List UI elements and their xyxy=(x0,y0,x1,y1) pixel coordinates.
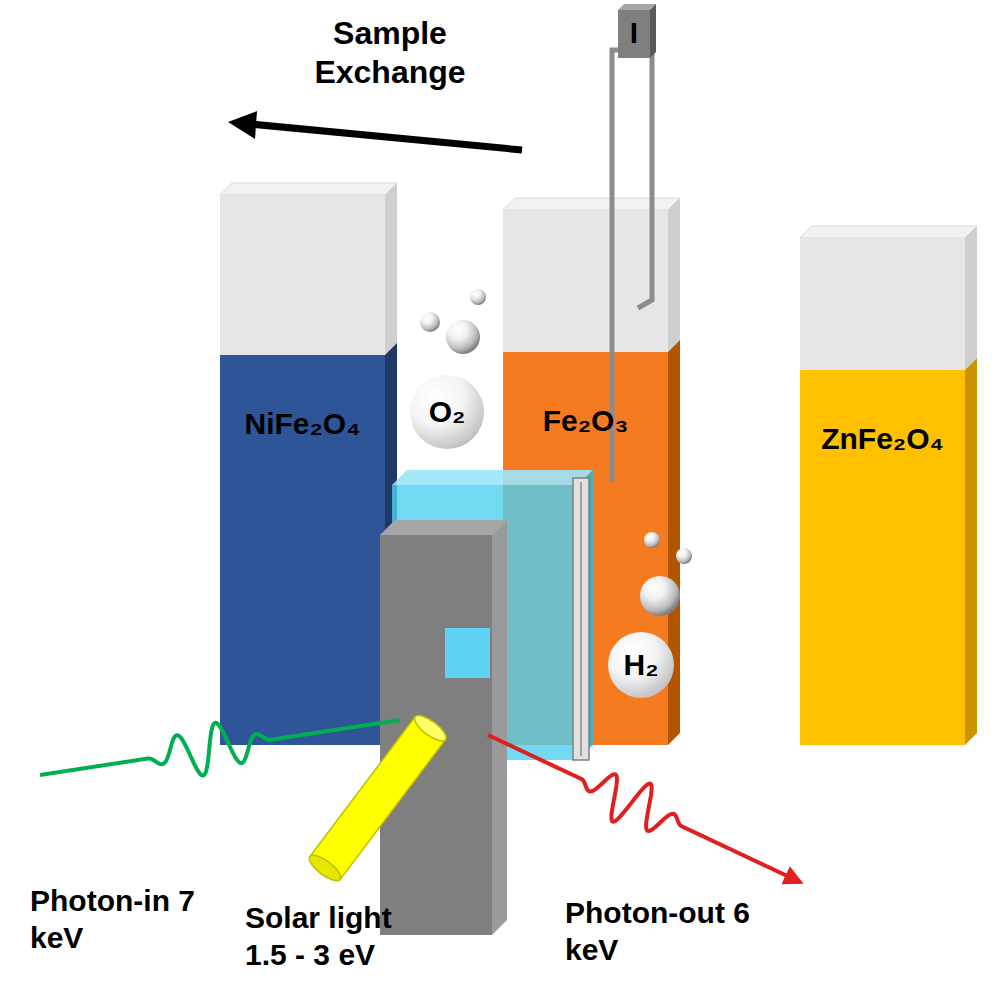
exchange-arrow xyxy=(228,111,522,150)
photon-in-wave xyxy=(40,720,400,776)
sample-slab: ZnFe₂O₄ xyxy=(800,370,965,745)
caption-label: Sample Exchange xyxy=(275,14,505,92)
node-label: NiFe₂O₄ xyxy=(245,407,361,442)
sample-slab: Fe₂O₃ H₂ xyxy=(503,352,668,745)
gas-bubble: O₂ xyxy=(410,375,484,449)
beam-label: Solar light 1.5 - 3 eV xyxy=(245,900,425,973)
node-label: H₂ xyxy=(624,648,659,683)
sample-slab: NiFe₂O₄ xyxy=(220,355,385,745)
cell-plate xyxy=(380,520,507,935)
photon-out-wave xyxy=(488,735,800,882)
nife2o4-slab xyxy=(220,183,397,745)
node-label: ZnFe₂O₄ xyxy=(821,422,944,457)
znfe2o4-slab xyxy=(800,226,977,745)
x-ray-window xyxy=(445,628,490,678)
beam-label: Photon-in 7 keV xyxy=(30,883,195,956)
ammeter-box: I xyxy=(618,10,650,58)
node-label: I xyxy=(630,16,638,51)
gas-bubble: H₂ xyxy=(608,632,674,698)
node-label: O₂ xyxy=(429,395,466,430)
beam-label: Photon-out 6 keV xyxy=(565,895,755,968)
node-label: Fe₂O₃ xyxy=(543,404,629,439)
electrode xyxy=(573,478,589,760)
solar-beam xyxy=(306,711,450,885)
